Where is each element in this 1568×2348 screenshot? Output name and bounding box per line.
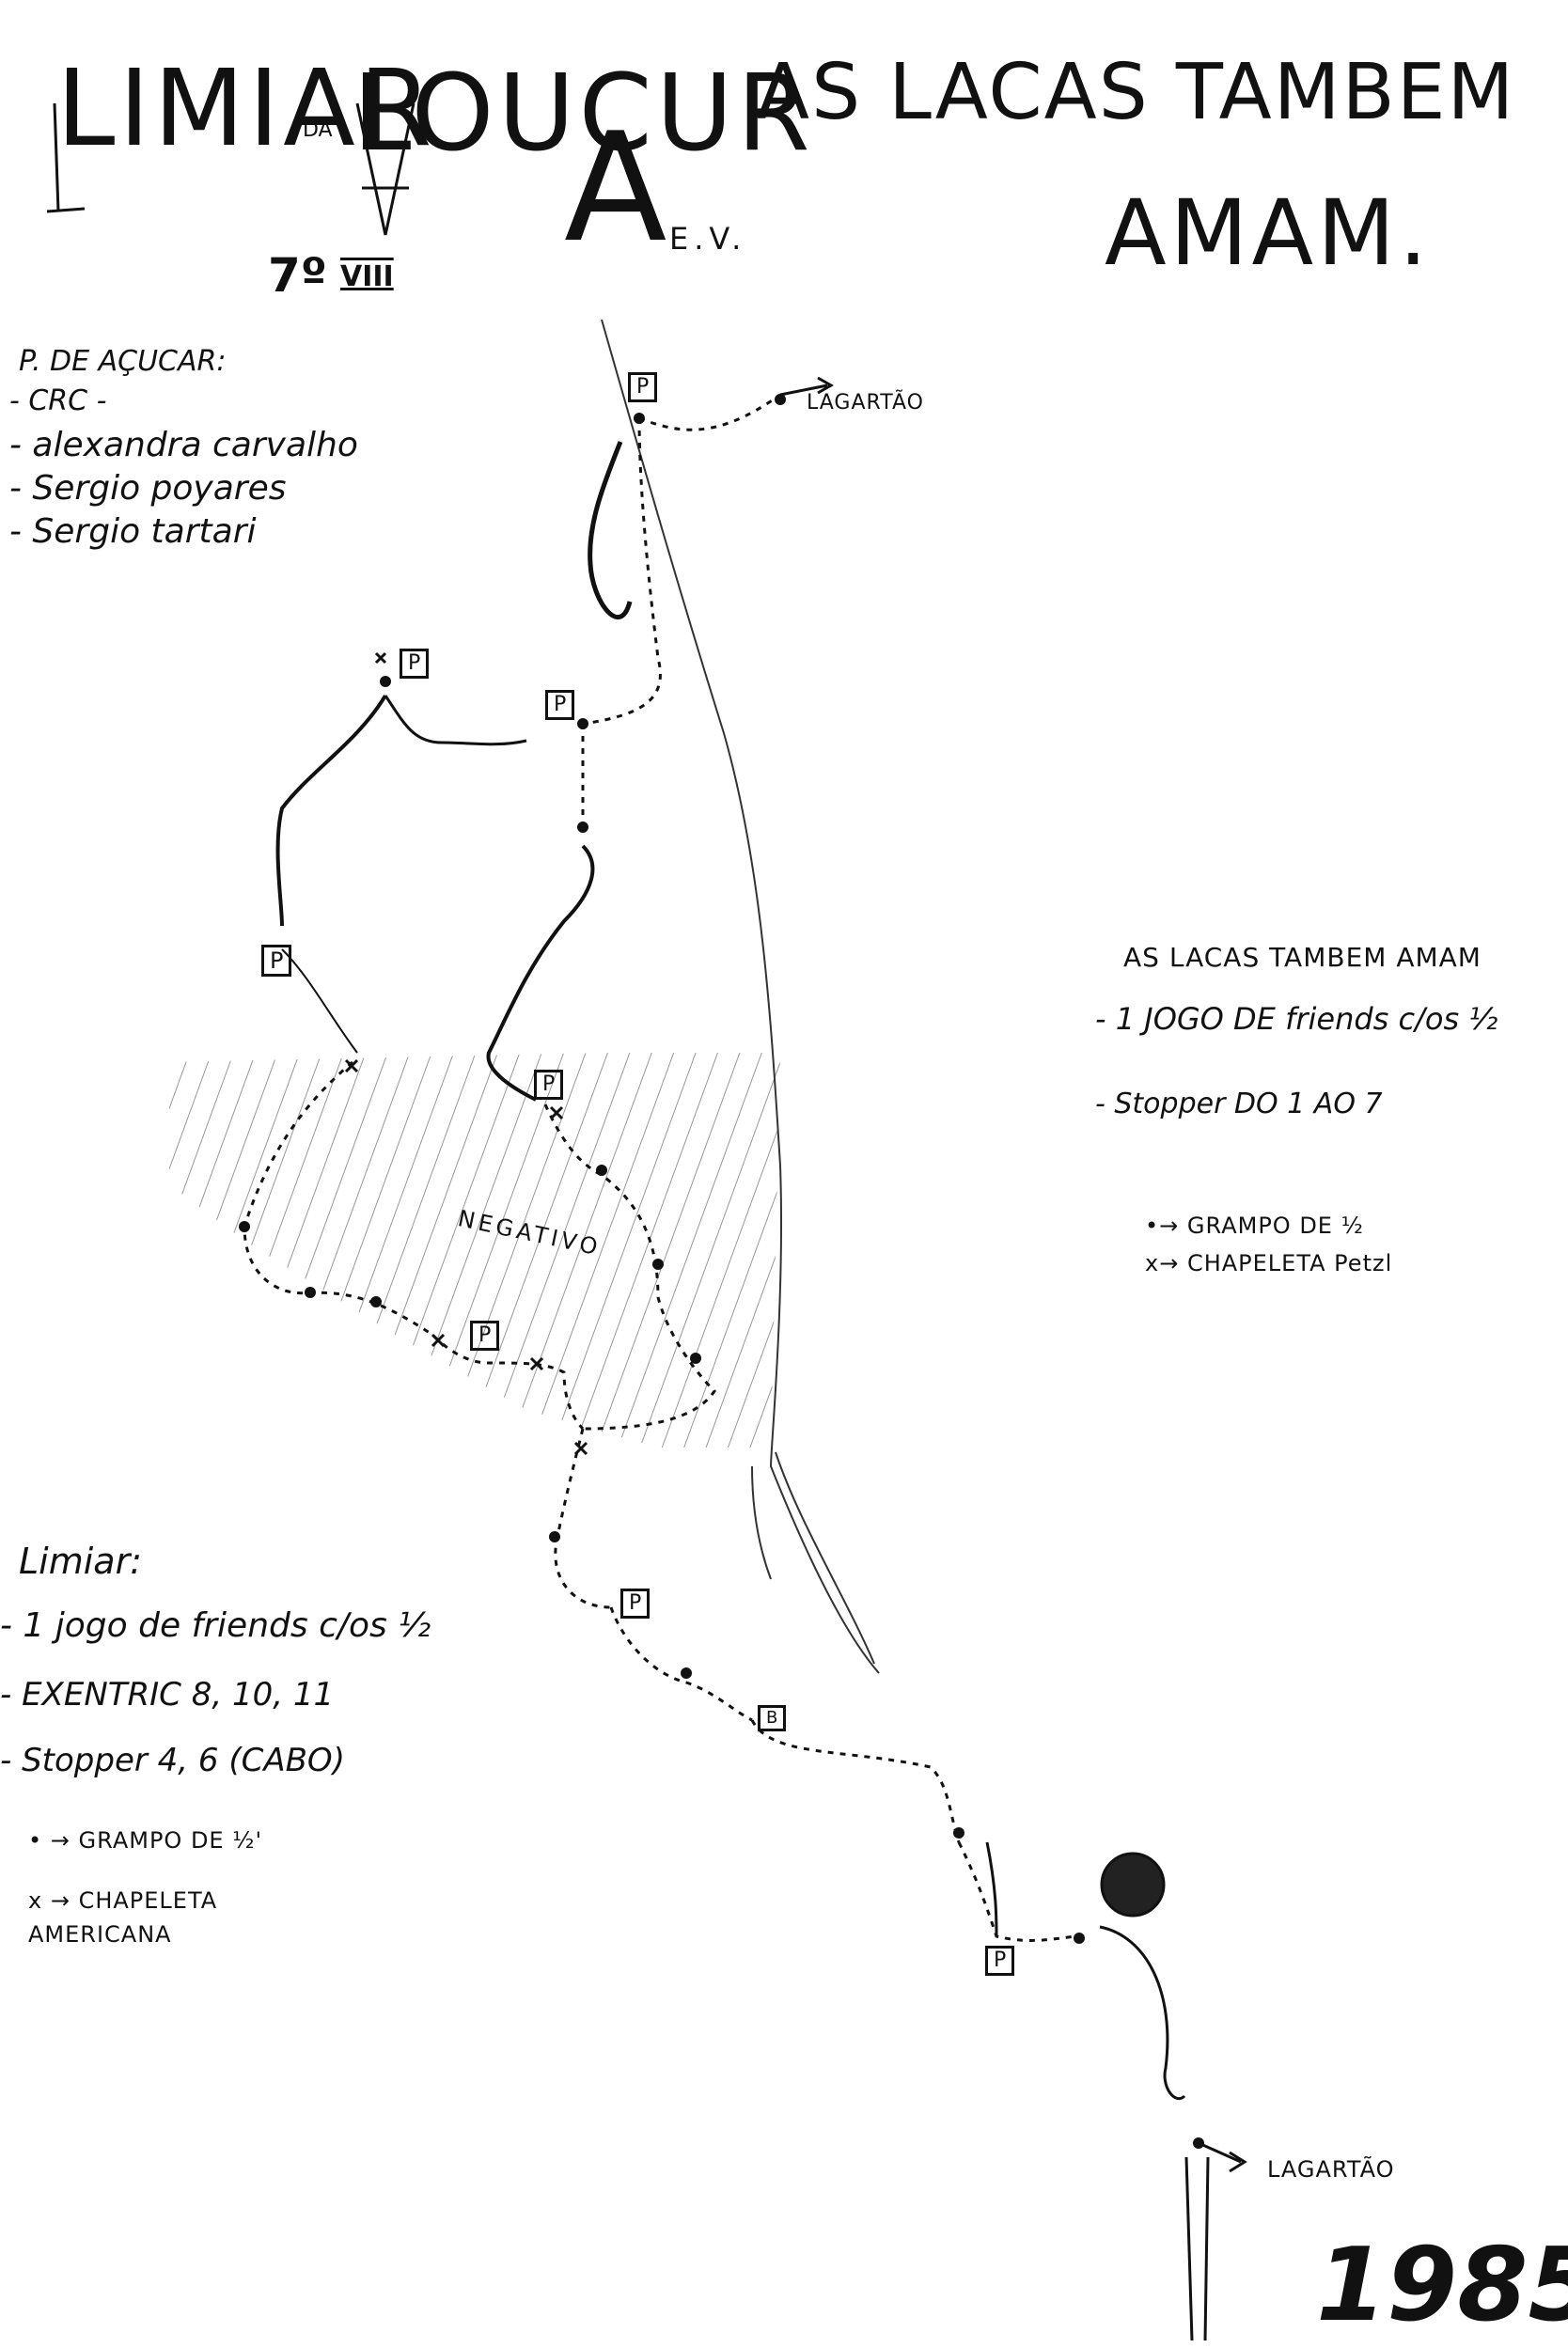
crag-outline-lower (752, 1466, 771, 1579)
grade-sub: VIII (340, 263, 394, 291)
belay-marker: P (985, 1946, 1014, 1976)
limiar-gear-item: - EXENTRIC 8, 10, 11 (0, 1679, 334, 1711)
lacas-legend-item: •→ GRAMPO DE ½ (1145, 1214, 1364, 1237)
limiar-gear-heading: Limiar: (19, 1543, 142, 1579)
title-ev: E.V. (669, 224, 746, 254)
limiar-legend-item: • → GRAMPO DE ½' (28, 1829, 262, 1852)
belay-marker: P (628, 372, 657, 402)
limiar-gear-item: - 1 jogo de friends c/os ½ (0, 1609, 431, 1643)
limiar-gear-item: - Stopper 4, 6 (CABO) (0, 1745, 345, 1777)
boulder (1102, 1854, 1164, 1916)
first-ascent-entry: - alexandra carvalho (9, 429, 358, 462)
lacas-gear-item: - Stopper DO 1 AO 7 (1095, 1090, 1383, 1119)
crag-outline (602, 320, 879, 1673)
belay-marker: P (400, 649, 429, 679)
title-right-line1: AS LACAS TAMBEM (757, 55, 1515, 132)
lacas-gear-heading: AS LACAS TAMBEM AMAM (1123, 945, 1482, 971)
lagartao-bottom-label: LAGARTÃO (1267, 2158, 1395, 2181)
pitch-marker: B (758, 1705, 786, 1731)
first-ascent-entry: - CRC - (9, 387, 106, 415)
title-right-line2: AMAM. (1105, 188, 1432, 278)
first-ascent-entry: - Sergio poyares (9, 472, 287, 506)
year: 1985 (1316, 2235, 1568, 2337)
limiar-legend-item: x → CHAPELETA AMERICANA (28, 1884, 367, 1951)
crag-base-line (776, 1452, 874, 1664)
belay-marker: P (261, 945, 291, 977)
first-ascent-entry: - Sergio tartari (9, 515, 257, 549)
lacas-legend-item: x→ CHAPELETA Petzl (1145, 1252, 1392, 1275)
title-da: DA (303, 120, 333, 141)
belay-marker: P (545, 690, 574, 720)
belay-marker: P (620, 1589, 650, 1619)
lagartao-top-label: LAGARTÃO (807, 393, 924, 414)
belay-marker: P (534, 1070, 563, 1100)
grade: 7º (268, 252, 327, 299)
title-big-a: A (564, 113, 666, 263)
lacas-gear-item: - 1 JOGO DE friends c/os ½ (1095, 1004, 1497, 1034)
belay-marker: P (470, 1321, 499, 1351)
tree-trunk (1186, 2157, 1208, 2340)
negativo-hatch (169, 1053, 780, 1448)
first-ascent-heading: P. DE AÇUCAR: (19, 348, 226, 376)
